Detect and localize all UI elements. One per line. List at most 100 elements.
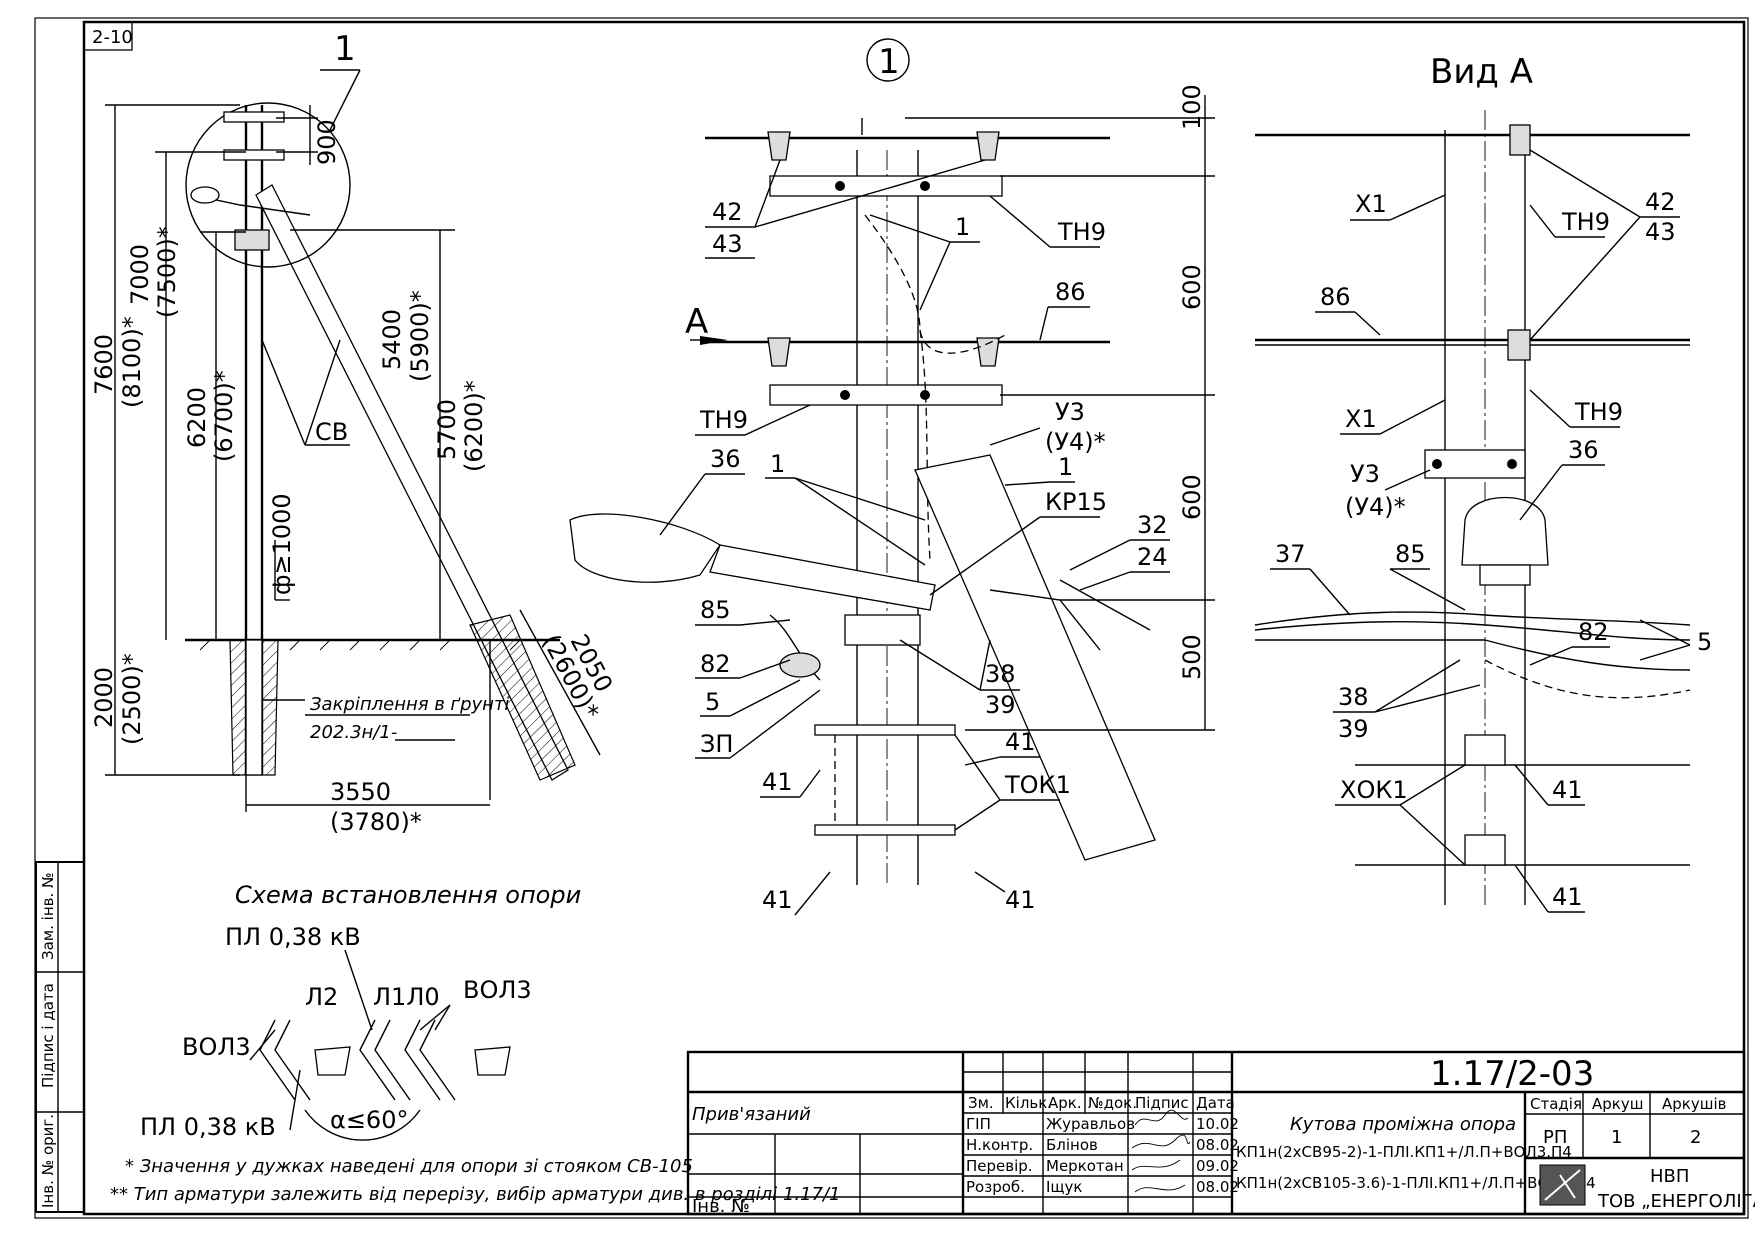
v-39: 39 [1338, 715, 1369, 743]
hdr-pidpys: Підпис [1135, 1094, 1189, 1112]
dim-strut-mid: 5700 [433, 399, 461, 460]
dim-base-alt: (3780)* [330, 808, 422, 836]
section-marker: А [685, 302, 708, 342]
installation-scheme: Схема встановлення опори ПЛ 0,38 кВ Л2 Л… [140, 881, 581, 1141]
name-0: Журавльов [1046, 1115, 1135, 1133]
v-41-a: 41 [1552, 776, 1583, 804]
street-lamp [569, 513, 721, 583]
doc-number: 1.17/2-03 [1430, 1054, 1594, 1094]
scheme-title: Схема встановлення опори [235, 881, 581, 909]
strip-pidpys: Підпис і дата [39, 983, 57, 1088]
dim-base: 3550 [330, 778, 391, 806]
scheme-l1l0: Л1Л0 [373, 983, 440, 1011]
dim-depth: 2000 [90, 667, 118, 728]
d-82: 82 [700, 650, 731, 678]
d-1-top: 1 [955, 213, 970, 241]
dim-upper-alt: (7500)* [153, 226, 181, 318]
detail-marker: 1 [878, 42, 900, 82]
stage-header: Стадія [1530, 1095, 1582, 1113]
title-line1: Кутова проміжна опора [1290, 1114, 1516, 1135]
role-2: Перевір. [966, 1157, 1033, 1175]
date-2: 09.02 [1196, 1157, 1239, 1175]
d-tok1: ТОК1 [1004, 771, 1071, 799]
date-3: 08.02 [1196, 1178, 1239, 1196]
corner-code: 2-10 [92, 27, 133, 48]
v-43: 43 [1645, 218, 1676, 246]
upper-crossarm [769, 175, 1003, 197]
scheme-angle: α≤60° [330, 1106, 408, 1134]
d-tn9-mid: ТН9 [699, 406, 748, 434]
scheme-pl-top: ПЛ 0,38 кВ [225, 923, 361, 951]
role-3: Розроб. [966, 1178, 1025, 1196]
stage-value: РП [1543, 1127, 1567, 1148]
label-cb: СВ [315, 418, 348, 446]
date-0: 10.02 [1196, 1115, 1239, 1133]
company-line2: ТОВ „ЕНЕРГОЛІГА” [1597, 1191, 1755, 1212]
callout-number: 1 [334, 29, 356, 69]
dim-500: 500 [1178, 634, 1206, 680]
view-a-lamp [1461, 496, 1549, 566]
name-2: Меркотан [1046, 1157, 1124, 1175]
d-41-a: 41 [1005, 728, 1036, 756]
v-5: 5 [1697, 628, 1712, 656]
d-43: 43 [712, 230, 743, 258]
callout-circle [185, 102, 351, 268]
d-5: 5 [705, 688, 720, 716]
d-38: 38 [985, 660, 1016, 688]
view-title: Вид А [1430, 52, 1533, 92]
dim-strut-mid-alt: (6200)* [460, 380, 488, 472]
d-32: 32 [1137, 511, 1168, 539]
name-3: Іщук [1046, 1178, 1083, 1196]
d-86: 86 [1055, 278, 1086, 306]
ground-ref: 202.3н/1- [310, 722, 397, 743]
scheme-vol3-left: ВОЛ3 [182, 1033, 251, 1061]
dim-900: 900 [313, 119, 341, 165]
note-2: ** Тип арматури залежить від перерізу, в… [110, 1184, 841, 1205]
hdr-ark: Арк. [1048, 1094, 1082, 1112]
v-37: 37 [1275, 540, 1306, 568]
v-42: 42 [1645, 188, 1676, 216]
v-xok1: ХОК1 [1340, 776, 1408, 804]
v-82: 82 [1578, 618, 1609, 646]
v-u4: (У4)* [1345, 493, 1406, 521]
title-line3: КП1н(2хСВ105-3.6)-1-ПЛІ.КП1+/Л.П+ВОЛ3.П4 [1236, 1174, 1596, 1192]
d-u3: У3 [1055, 398, 1085, 426]
v-41-b: 41 [1552, 883, 1583, 911]
scheme-vol3-right: ВОЛ3 [463, 976, 532, 1004]
signatures [1131, 1109, 1191, 1193]
hdr-zm: Зм. [968, 1094, 994, 1112]
corner-code-box [83, 21, 133, 51]
sheets-header: Аркушів [1662, 1095, 1726, 1113]
v-tn9-mid: ТН9 [1574, 398, 1623, 426]
d-41-d: 41 [1005, 886, 1036, 914]
d-1-mid: 1 [770, 450, 785, 478]
d-41-b: 41 [762, 768, 793, 796]
detail-strut [914, 454, 1156, 861]
d-41-c: 41 [762, 886, 793, 914]
d-36: 36 [710, 445, 741, 473]
dim-upper: 7000 [126, 244, 154, 305]
ground-note: Закріплення в ґрунті [310, 694, 509, 715]
v-38: 38 [1338, 683, 1369, 711]
role-0: ГІП [966, 1115, 991, 1133]
sheets-value: 2 [1690, 1127, 1701, 1148]
d-39: 39 [985, 691, 1016, 719]
v-x1-mid: Х1 [1345, 405, 1377, 433]
outer-frame [34, 17, 1749, 1219]
dim-total-alt: (8100)* [118, 316, 146, 408]
dim-600-b: 600 [1178, 474, 1206, 520]
detail-marker-circle [866, 38, 910, 82]
hdr-kilk: Кільк. [1005, 1094, 1052, 1112]
d-u4: (У4)* [1045, 428, 1106, 456]
d-1-right: 1 [1058, 453, 1073, 481]
v-85: 85 [1395, 540, 1426, 568]
v-u3: У3 [1350, 460, 1380, 488]
company-line1: НВП [1650, 1166, 1689, 1187]
left-view: 1 [90, 29, 618, 836]
d-zp: ЗП [700, 730, 733, 758]
dim-depth-alt: (2500)* [118, 653, 146, 745]
dim-600-a: 600 [1178, 264, 1206, 310]
sheet-value: 1 [1611, 1127, 1622, 1148]
inv-no: Інв. № [692, 1196, 750, 1217]
